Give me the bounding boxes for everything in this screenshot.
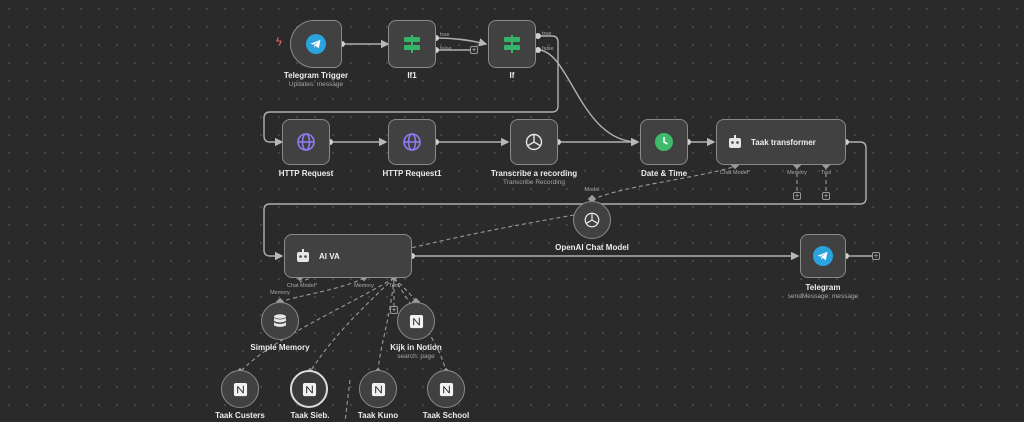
wire-if1-if <box>435 37 488 47</box>
sub-wire-aiva-memory <box>279 277 365 303</box>
port-openai-model: Model <box>584 187 600 193</box>
node-telegram[interactable] <box>800 234 846 278</box>
label-date-time: Date & Time <box>640 169 688 178</box>
notion-icon <box>409 314 424 329</box>
if-sign-icon <box>501 34 523 54</box>
openai-icon <box>583 211 601 229</box>
wire-transformer-aiva <box>263 141 867 261</box>
telegram-icon <box>813 246 833 266</box>
node-openai-chat-model[interactable] <box>573 201 611 239</box>
node-kijk-in-notion[interactable] <box>397 302 435 340</box>
node-telegram-trigger[interactable] <box>290 20 342 68</box>
notion-icon <box>439 382 454 397</box>
sub-wire-aiva-tool-notion <box>393 277 417 303</box>
label-kijk-in-notion: Kijk in Notion <box>390 343 442 352</box>
sub-wire-aiva-tool-kuno <box>377 277 395 373</box>
notion-icon <box>302 382 317 397</box>
wire-if-datetime <box>537 49 640 147</box>
port-aiva-chat-model: Chat Model* <box>286 283 318 289</box>
telegram-icon <box>306 34 326 54</box>
label-telegram-trigger: Telegram Trigger <box>283 71 349 80</box>
label-if1: If1 <box>407 71 417 80</box>
globe-icon <box>296 132 316 152</box>
node-taak-kuno[interactable] <box>359 370 397 408</box>
node-taak-sieb[interactable] <box>290 370 328 408</box>
sub-wire-aiva-tool-custers <box>239 277 395 373</box>
port-aiva-tool: Tool <box>388 283 400 289</box>
sub-wire-aiva-tool-sieb <box>309 277 395 373</box>
add-memory-button[interactable]: + <box>793 192 801 200</box>
title-taak-transformer: Taak transformer <box>751 137 816 147</box>
node-date-time[interactable] <box>640 119 688 165</box>
label-openai-chat-model: OpenAI Chat Model <box>555 243 629 252</box>
label-telegram: Telegram <box>805 283 841 292</box>
node-if1[interactable] <box>388 20 436 68</box>
port-if1-true: true <box>440 32 450 38</box>
node-taak-custers[interactable] <box>221 370 259 408</box>
notion-icon <box>371 382 386 397</box>
node-transcribe[interactable] <box>510 119 558 165</box>
globe-icon <box>402 132 422 152</box>
subtitle-telegram: sendMessage: message <box>787 293 859 300</box>
title-ai-va: AI VA <box>319 251 340 261</box>
port-if1-false: false <box>440 46 452 52</box>
node-ai-va[interactable]: AI VA <box>284 234 412 278</box>
port-transformer-tool: Tool <box>820 170 832 176</box>
subtitle-telegram-trigger: Updates: message <box>288 81 344 88</box>
port-if-false: false <box>542 46 554 52</box>
robot-icon <box>727 134 743 150</box>
node-taak-transformer[interactable]: Taak transformer <box>716 119 846 165</box>
notion-icon <box>233 382 248 397</box>
label-taak-sieb: Taak Sieb. <box>290 411 330 420</box>
sub-wire-extra <box>344 379 351 422</box>
sub-wire-model-transformer <box>591 165 737 201</box>
label-http-request1: HTTP Request1 <box>382 169 442 178</box>
node-taak-school[interactable] <box>427 370 465 408</box>
node-http-request1[interactable] <box>388 119 436 165</box>
port-transformer-chat-model: Chat Model* <box>719 170 751 176</box>
wire-if-http <box>263 35 559 147</box>
label-if: If <box>509 71 515 80</box>
label-http-request: HTTP Request <box>278 169 334 178</box>
trigger-bolt-icon: ϟ <box>276 36 282 48</box>
add-after-telegram-button[interactable]: + <box>872 252 880 260</box>
node-http-request[interactable] <box>282 119 330 165</box>
sub-wire-aiva-tool-school <box>393 277 447 373</box>
add-tool-button[interactable]: + <box>822 192 830 200</box>
port-transformer-memory: Memory <box>787 170 807 176</box>
label-taak-custers: Taak Custers <box>215 411 265 420</box>
subtitle-transcribe: Transcribe Recording <box>503 179 565 186</box>
port-aiva-memory: Memory <box>354 283 374 289</box>
add-aiva-tool-button[interactable]: + <box>390 306 398 314</box>
label-taak-school: Taak School <box>422 411 470 420</box>
node-simple-memory[interactable] <box>261 302 299 340</box>
robot-icon <box>295 248 311 264</box>
subtitle-kijk-in-notion: search: page <box>397 353 435 360</box>
openai-icon <box>524 132 544 152</box>
label-taak-kuno: Taak Kuno <box>357 411 399 420</box>
label-transcribe: Transcribe a recording <box>490 169 578 178</box>
add-node-if1-false-button[interactable]: + <box>470 46 478 54</box>
database-icon <box>272 313 288 329</box>
if-sign-icon <box>401 34 423 54</box>
clock-icon <box>654 132 674 152</box>
label-simple-memory: Simple Memory <box>250 343 310 352</box>
port-aiva-memory-left: Memory <box>270 290 290 296</box>
node-if[interactable] <box>488 20 536 68</box>
port-if-true: true <box>542 31 552 37</box>
